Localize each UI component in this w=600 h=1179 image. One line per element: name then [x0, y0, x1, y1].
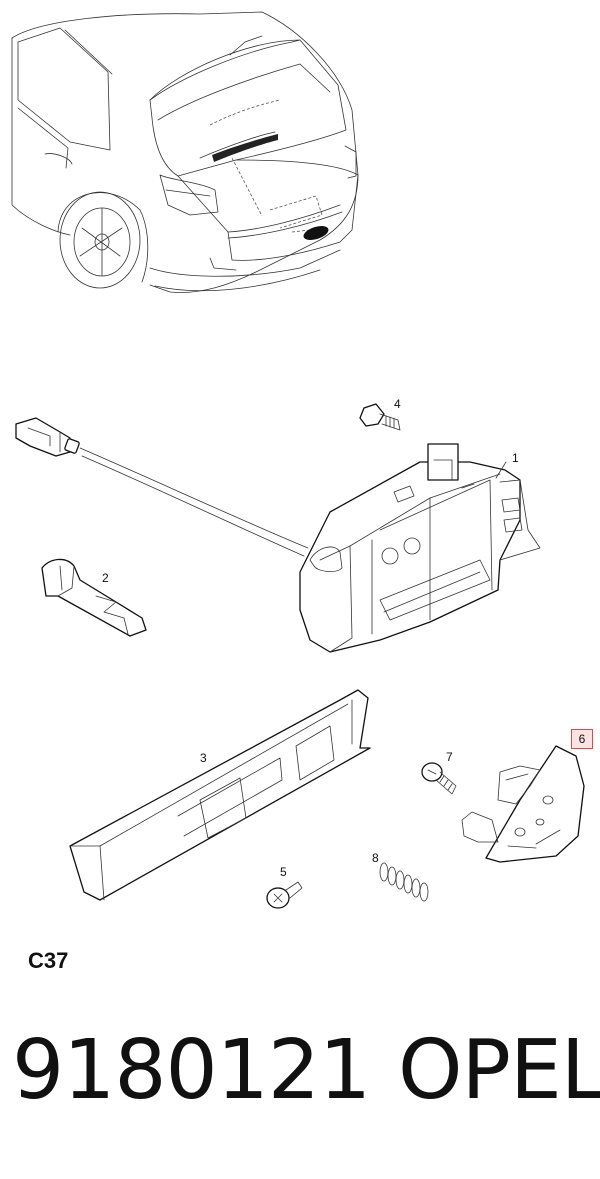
tailgate-lock-actuator	[299, 443, 541, 653]
callout-3: 3	[200, 751, 207, 765]
part-number: 9180121	[12, 1023, 371, 1118]
callout-1: 1	[512, 451, 519, 465]
callout-4: 4	[394, 397, 401, 411]
bolt	[359, 403, 401, 431]
spring	[379, 862, 429, 902]
callout-8: 8	[372, 851, 379, 865]
striker-plate	[461, 745, 585, 863]
callout-5: 5	[280, 865, 287, 879]
brand-name: OPEL	[398, 1023, 600, 1118]
callout-2: 2	[102, 571, 109, 585]
lock-cover-trim	[69, 689, 371, 901]
cable-end-fitting	[41, 558, 147, 637]
screw	[421, 762, 457, 795]
callout-6-highlight	[571, 729, 593, 749]
bowden-cable	[15, 417, 309, 557]
callout-7: 7	[446, 750, 453, 764]
leader-1	[495, 461, 507, 479]
callout-6: 6	[578, 732, 586, 746]
car-rear-view-illustration	[11, 11, 359, 293]
diagram-code: C37	[28, 948, 69, 973]
screw-small	[266, 881, 303, 909]
